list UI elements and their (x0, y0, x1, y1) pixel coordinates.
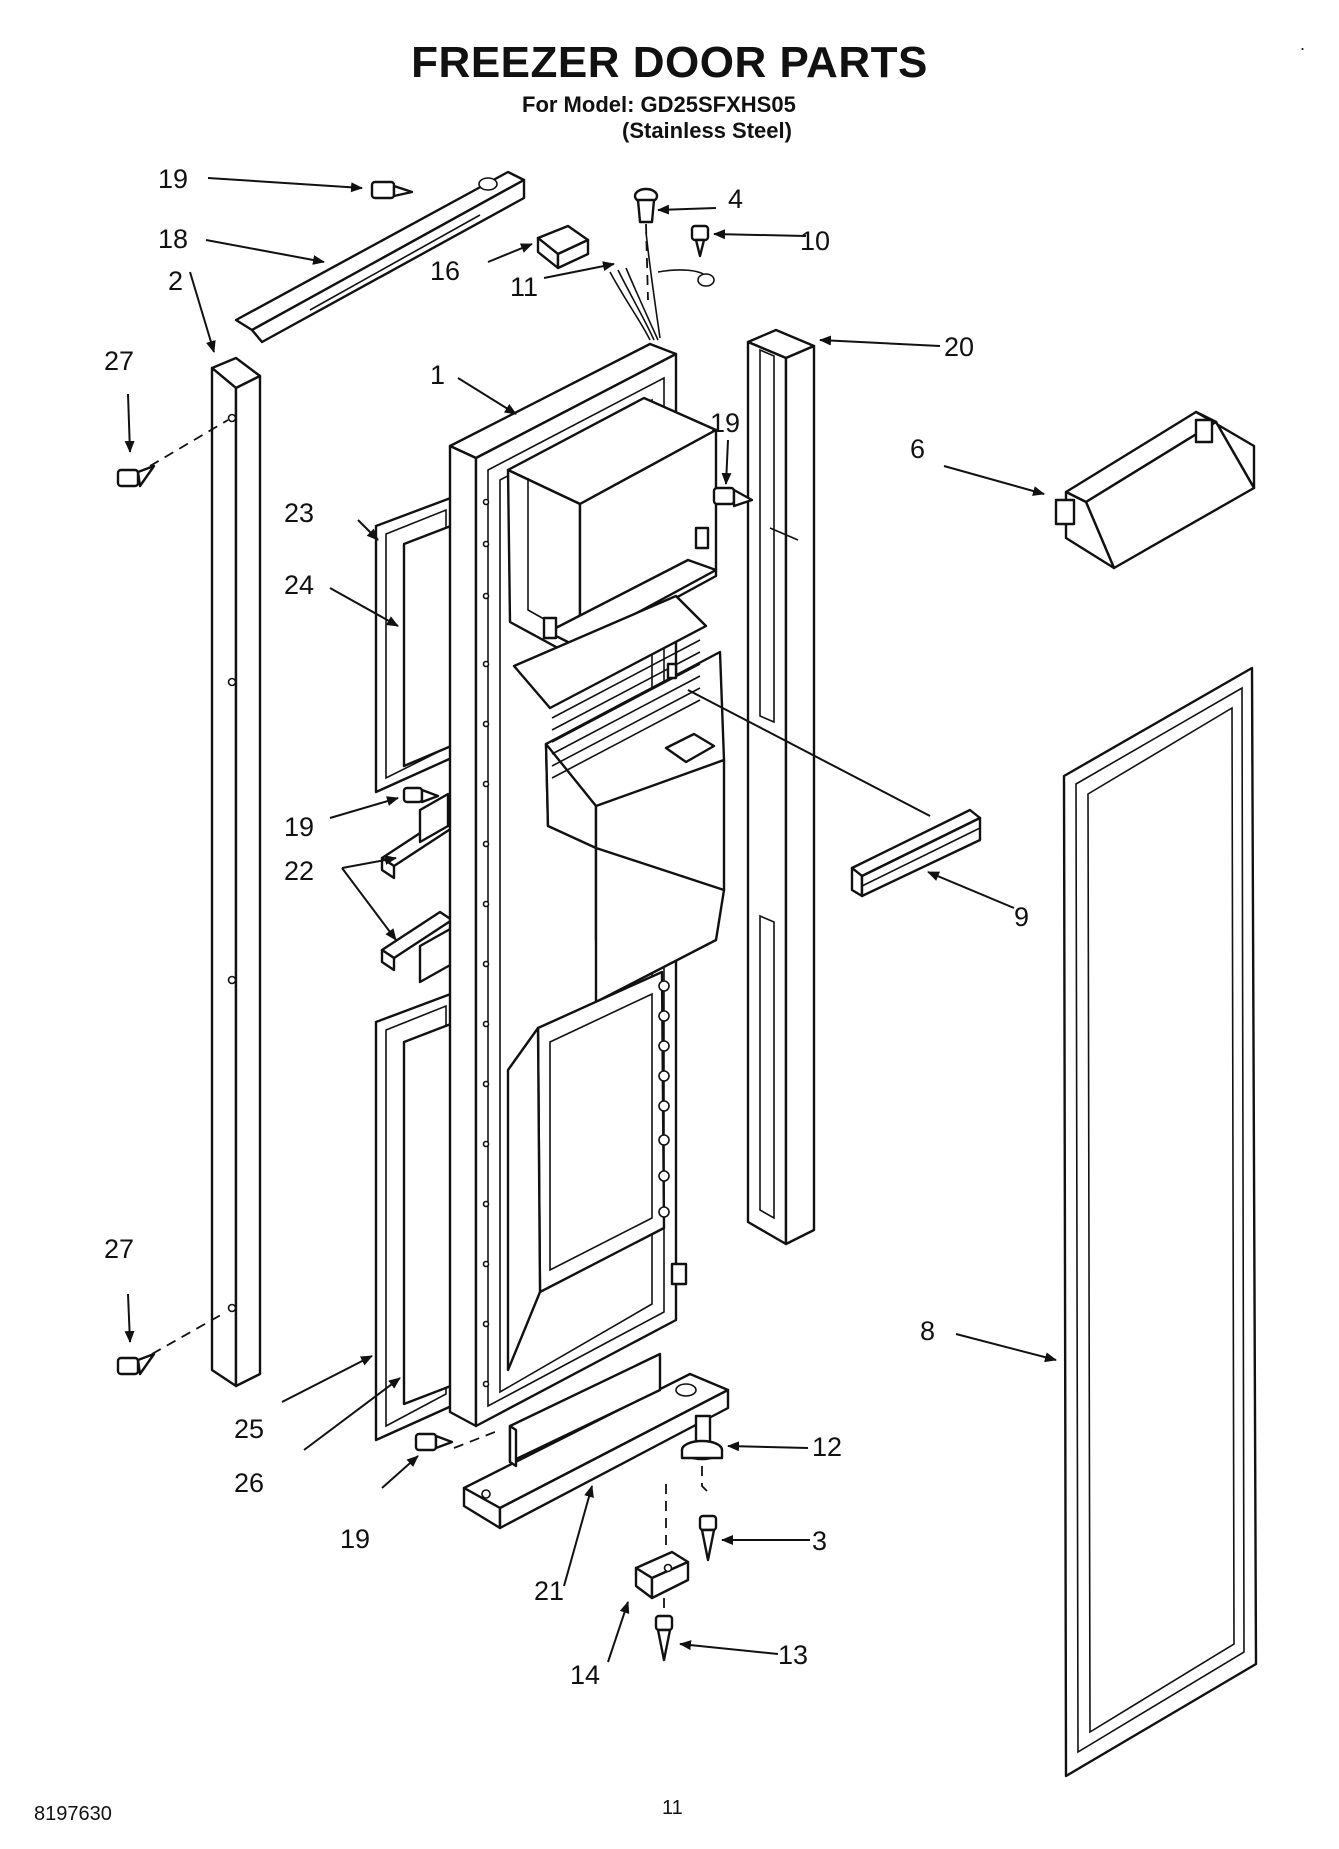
hinge-bracket (634, 1550, 690, 1600)
bracket-lower (380, 910, 454, 984)
dispenser-housing (506, 396, 726, 1004)
callout-labels: 19 18 2 27 1 23 24 19 22 27 25 26 19 16 … (104, 164, 1029, 1690)
callout-12: 12 (812, 1432, 842, 1462)
page-title: FREEZER DOOR PARTS (411, 38, 928, 87)
screw-icon (370, 180, 414, 200)
screw-icon (116, 1352, 156, 1376)
callout-3: 3 (812, 1526, 827, 1556)
callout-19: 19 (158, 164, 188, 194)
door-lower-holes (658, 980, 670, 1218)
callout-21: 21 (534, 1576, 564, 1606)
callout-2: 2 (168, 266, 183, 296)
upper-inner-panel (402, 522, 458, 768)
left-side-trim (210, 356, 262, 1388)
callout-22: 22 (284, 856, 314, 886)
callout-4: 4 (728, 184, 743, 214)
callout-24: 24 (284, 570, 314, 600)
screw-icon (690, 224, 710, 258)
callout-19: 19 (340, 1524, 370, 1554)
top-trim-strip (234, 170, 526, 344)
callout-6: 6 (910, 434, 925, 464)
leader-lines (124, 177, 1057, 1663)
screw-icon (712, 486, 754, 508)
callout-27: 27 (104, 346, 134, 376)
callout-25: 25 (234, 1414, 264, 1444)
callout-23: 23 (284, 498, 314, 528)
callout-19: 19 (710, 408, 740, 438)
door-frame-holes (482, 498, 490, 1388)
callout-19: 19 (284, 812, 314, 842)
callout-9: 9 (1014, 902, 1029, 932)
corner-mark: . (1300, 34, 1306, 54)
hinge-pin (680, 1414, 724, 1461)
callout-18: 18 (158, 224, 188, 254)
bracket-upper (380, 792, 454, 880)
callout-27: 27 (104, 1234, 134, 1264)
callout-14: 14 (570, 1660, 600, 1690)
wire-connector (536, 224, 590, 270)
callout-11: 11 (510, 272, 538, 302)
screw-icon (116, 464, 156, 488)
callout-13: 13 (778, 1640, 808, 1670)
bottom-hinge-plate (462, 1352, 730, 1530)
callout-16: 16 (430, 256, 460, 286)
wire-harness (609, 231, 715, 341)
grommet-icon (633, 187, 659, 224)
callout-10: 10 (800, 226, 830, 256)
callout-8: 8 (920, 1316, 935, 1346)
callout-1: 1 (430, 360, 445, 390)
mounting-rail (850, 808, 982, 898)
model-finish: (Stainless Steel) (622, 118, 792, 143)
lower-inner-panel (402, 1020, 458, 1406)
screw-icon (698, 1514, 718, 1562)
right-side-trim (746, 328, 816, 1246)
screw-icon (414, 1432, 454, 1452)
model-number: For Model: GD25SFXHS05 (522, 92, 796, 117)
page-number: 11 (662, 1797, 683, 1819)
lower-recess (506, 970, 688, 1372)
screw-icon (402, 786, 440, 804)
door-handle (1054, 410, 1256, 570)
callout-20: 20 (944, 332, 974, 362)
screw-icon (654, 1614, 674, 1662)
door-gasket (1062, 666, 1258, 1778)
document-number: 8197630 (34, 1803, 112, 1825)
callout-26: 26 (234, 1468, 264, 1498)
